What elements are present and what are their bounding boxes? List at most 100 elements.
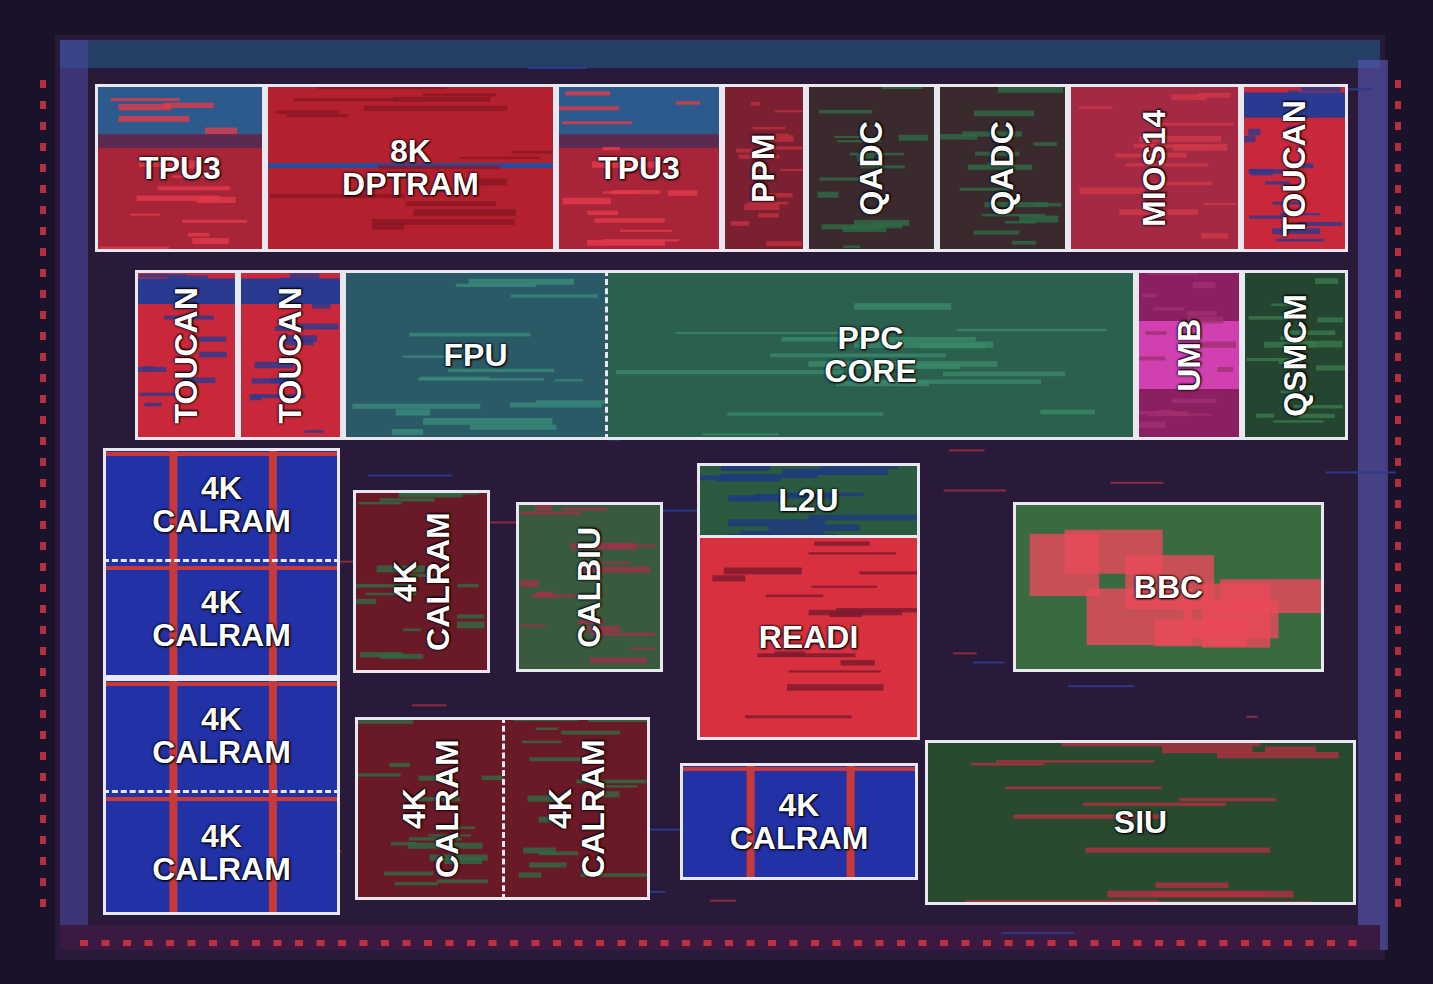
die-texture — [819, 110, 872, 113]
die-texture — [103, 562, 340, 678]
die-texture — [143, 366, 154, 368]
die-texture — [80, 940, 88, 946]
die-texture — [519, 872, 541, 877]
die-texture — [529, 862, 566, 867]
die-texture — [1091, 940, 1099, 946]
die-texture — [40, 815, 46, 823]
die-texture — [393, 97, 491, 102]
die-texture — [123, 940, 131, 946]
die-texture — [563, 508, 606, 511]
block-label: UMB — [1173, 319, 1206, 392]
die-texture — [470, 425, 557, 430]
die-texture — [1395, 101, 1401, 109]
die-texture — [40, 395, 46, 403]
die-texture — [1395, 794, 1401, 802]
die-texture — [575, 940, 583, 946]
die-texture — [876, 940, 884, 946]
die-texture — [787, 684, 883, 690]
die-texture — [1395, 668, 1401, 676]
die-texture — [811, 940, 819, 946]
die-texture — [1179, 798, 1276, 801]
die-texture — [809, 552, 897, 554]
die-texture — [1395, 395, 1401, 403]
floorplan-block: SIU — [925, 740, 1356, 905]
block-label: PPM — [748, 133, 781, 202]
die-texture — [717, 478, 781, 482]
die-texture — [1034, 142, 1057, 146]
die-texture — [40, 122, 46, 130]
die-texture — [40, 185, 46, 193]
die-texture — [1218, 367, 1233, 372]
die-texture — [467, 940, 475, 946]
die-texture — [1315, 278, 1338, 284]
die-texture — [1173, 399, 1217, 403]
die-texture — [1317, 317, 1343, 322]
die-texture — [293, 98, 398, 101]
die-texture — [290, 273, 319, 279]
die-texture — [395, 882, 438, 885]
die-texture — [1395, 206, 1401, 214]
die-texture — [192, 238, 229, 244]
die-texture — [255, 300, 266, 303]
die-texture — [286, 114, 347, 117]
die-texture — [40, 668, 46, 676]
die-texture — [616, 370, 843, 374]
die-texture — [355, 720, 413, 724]
die-texture — [555, 379, 583, 381]
floorplan-block: FPU — [343, 270, 608, 440]
die-texture — [40, 731, 46, 739]
die-texture — [188, 940, 196, 946]
floorplan-block: 4K CALRAM — [103, 448, 340, 562]
floorplan-block: TOUCAN — [135, 270, 238, 440]
die-texture — [1048, 940, 1056, 946]
die-texture — [766, 595, 823, 598]
die-texture — [396, 409, 431, 415]
block-label: 4K CALRAM — [152, 586, 291, 651]
die-texture — [710, 900, 736, 902]
die-texture — [697, 538, 920, 740]
die-texture — [768, 940, 776, 946]
die-texture — [163, 103, 214, 108]
die-texture — [682, 940, 690, 946]
die-texture — [875, 222, 903, 229]
die-texture — [854, 940, 862, 946]
die-texture — [556, 84, 722, 134]
die-texture — [1198, 940, 1206, 946]
die-texture — [556, 84, 722, 252]
die-texture — [102, 940, 110, 946]
block-label: READI — [759, 621, 859, 654]
die-texture — [40, 500, 46, 508]
die-texture — [338, 940, 346, 946]
die-texture — [40, 563, 46, 571]
die-texture — [130, 214, 160, 216]
die-texture — [1395, 626, 1401, 634]
die-texture — [843, 245, 860, 248]
floorplan-block: 4K CALRAM — [680, 763, 918, 880]
die-texture — [95, 84, 265, 252]
die-texture — [1241, 84, 1348, 252]
die-texture — [1204, 203, 1237, 205]
block-label: SIU — [1114, 806, 1167, 839]
die-texture — [1068, 685, 1134, 687]
die-texture — [1158, 410, 1173, 412]
die-texture — [974, 111, 1034, 117]
die-texture — [1001, 932, 1074, 934]
die-texture — [532, 940, 540, 946]
die-texture — [457, 621, 485, 628]
die-texture — [1395, 521, 1401, 529]
die-texture — [983, 940, 991, 946]
die-texture — [535, 505, 552, 511]
die-texture — [511, 151, 554, 154]
die-texture — [561, 731, 620, 735]
die-texture — [973, 662, 1005, 664]
block-label: QADC — [986, 121, 1019, 215]
die-texture — [1274, 420, 1324, 422]
die-texture — [360, 940, 368, 946]
die-texture — [1395, 836, 1401, 844]
die-texture — [250, 394, 262, 400]
floorplan-block: MIOS14 — [1068, 84, 1241, 252]
die-texture — [1085, 847, 1270, 852]
die-texture — [238, 270, 343, 440]
die-texture — [529, 757, 580, 761]
